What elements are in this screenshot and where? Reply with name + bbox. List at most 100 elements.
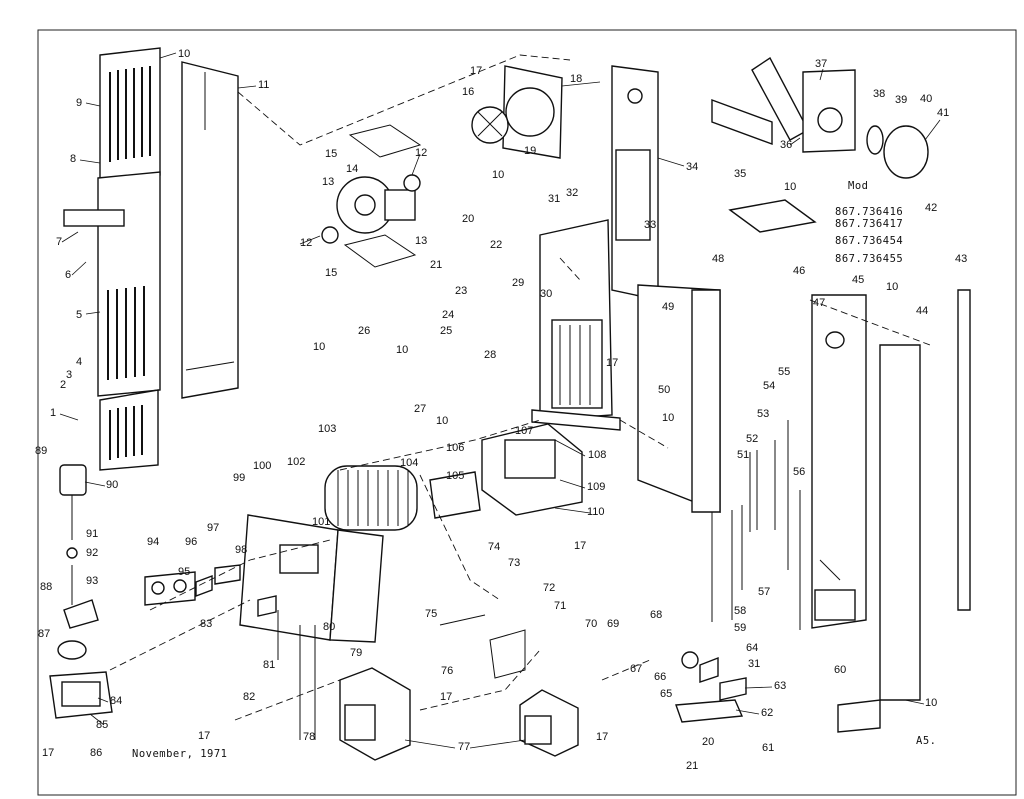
part-labels: 10 11 9 8 7 6 5 4 3 2 1 17 18 16 15 12 1… — [35, 48, 967, 772]
part-label-39: 39 — [895, 94, 907, 106]
part-label-64: 64 — [746, 642, 758, 654]
limit-switch-parts — [675, 651, 881, 733]
model-number-2: 867.736417 — [835, 218, 903, 230]
cabinet-side-panel — [181, 61, 239, 399]
part-label-84: 84 — [110, 695, 122, 707]
part-label-21: 21 — [686, 760, 698, 772]
part-label-18: 18 — [570, 73, 582, 85]
part-label-108: 108 — [588, 449, 606, 461]
part-label-30: 30 — [540, 288, 552, 300]
part-label-32: 32 — [566, 187, 578, 199]
part-label-85: 85 — [96, 719, 108, 731]
part-label-101: 101 — [312, 516, 330, 528]
part-label-37: 37 — [815, 58, 827, 70]
part-label-34: 34 — [686, 161, 698, 173]
part-label-66: 66 — [654, 671, 666, 683]
part-label-65: 65 — [660, 688, 672, 700]
part-label-44: 44 — [916, 305, 928, 317]
upper-grille-panel — [99, 47, 161, 183]
part-label-99: 99 — [233, 472, 245, 484]
burner-box — [481, 423, 583, 516]
part-label-83: 83 — [200, 618, 212, 630]
part-label-17: 17 — [470, 65, 482, 77]
part-label-8: 8 — [70, 153, 76, 165]
part-label-77: 77 — [458, 741, 470, 753]
part-label-61: 61 — [762, 742, 774, 754]
part-label-13: 13 — [322, 176, 334, 188]
part-label-106: 106 — [446, 442, 464, 454]
part-label-35: 35 — [734, 168, 746, 180]
part-label-55: 55 — [778, 366, 790, 378]
part-label-67: 67 — [630, 663, 642, 675]
part-label-81: 81 — [263, 659, 275, 671]
vent-pipe-assembly — [711, 56, 929, 233]
outer-right-panel — [879, 344, 921, 701]
part-label-2: 2 — [60, 379, 66, 391]
part-label-5: 5 — [76, 309, 82, 321]
rear-cabinet-panel — [811, 294, 867, 629]
part-label-89: 89 — [35, 445, 47, 457]
part-label-38: 38 — [873, 88, 885, 100]
part-label-26: 26 — [358, 325, 370, 337]
part-label-6: 6 — [65, 269, 71, 281]
part-label-56: 56 — [793, 466, 805, 478]
leader-lines — [59, 52, 941, 749]
part-label-17: 17 — [440, 691, 452, 703]
part-label-71: 71 — [554, 600, 566, 612]
part-label-43: 43 — [955, 253, 967, 265]
part-label-16: 16 — [462, 86, 474, 98]
part-label-15: 15 — [325, 148, 337, 160]
part-label-10: 10 — [925, 697, 937, 709]
part-label-17: 17 — [596, 731, 608, 743]
part-label-20: 20 — [462, 213, 474, 225]
rear-vent-panel — [611, 65, 659, 301]
part-label-29: 29 — [512, 277, 524, 289]
part-label-93: 93 — [86, 575, 98, 587]
part-label-91: 91 — [86, 528, 98, 540]
part-label-10: 10 — [178, 48, 190, 60]
blower-motor — [321, 124, 422, 268]
part-label-54: 54 — [763, 380, 775, 392]
control-rods — [711, 420, 801, 630]
part-label-15: 15 — [325, 267, 337, 279]
part-label-45: 45 — [852, 274, 864, 286]
part-label-86: 86 — [90, 747, 102, 759]
part-label-51: 51 — [737, 449, 749, 461]
part-label-31: 31 — [748, 658, 760, 670]
part-label-95: 95 — [178, 566, 190, 578]
front-control-panel — [63, 171, 161, 397]
part-label-76: 76 — [441, 665, 453, 677]
part-label-3: 3 — [66, 369, 72, 381]
part-label-87: 87 — [38, 628, 50, 640]
part-label-11: 11 — [258, 79, 269, 91]
part-label-10: 10 — [784, 181, 796, 193]
gas-valve — [339, 667, 579, 761]
part-label-10: 10 — [886, 281, 898, 293]
part-label-88: 88 — [40, 581, 52, 593]
part-label-75: 75 — [425, 608, 437, 620]
part-label-1: 1 — [50, 407, 56, 419]
part-label-22: 22 — [490, 239, 502, 251]
part-label-97: 97 — [207, 522, 219, 534]
part-label-80: 80 — [323, 621, 335, 633]
part-label-46: 46 — [793, 265, 805, 277]
part-label-20: 20 — [702, 736, 714, 748]
part-label-73: 73 — [508, 557, 520, 569]
part-label-36: 36 — [780, 139, 792, 151]
part-label-102: 102 — [287, 456, 305, 468]
part-label-96: 96 — [185, 536, 197, 548]
part-label-92: 92 — [86, 547, 98, 559]
part-label-98: 98 — [235, 544, 247, 556]
part-label-42: 42 — [925, 202, 937, 214]
part-label-19: 19 — [524, 145, 536, 157]
edge-trim-strip — [957, 289, 971, 611]
part-label-79: 79 — [350, 647, 362, 659]
part-label-78: 78 — [303, 731, 315, 743]
pilot-bracket-parts — [144, 564, 316, 740]
part-label-69: 69 — [607, 618, 619, 630]
part-label-68: 68 — [650, 609, 662, 621]
part-label-105: 105 — [446, 470, 464, 482]
heat-exchanger — [531, 219, 621, 431]
part-label-10: 10 — [662, 412, 674, 424]
